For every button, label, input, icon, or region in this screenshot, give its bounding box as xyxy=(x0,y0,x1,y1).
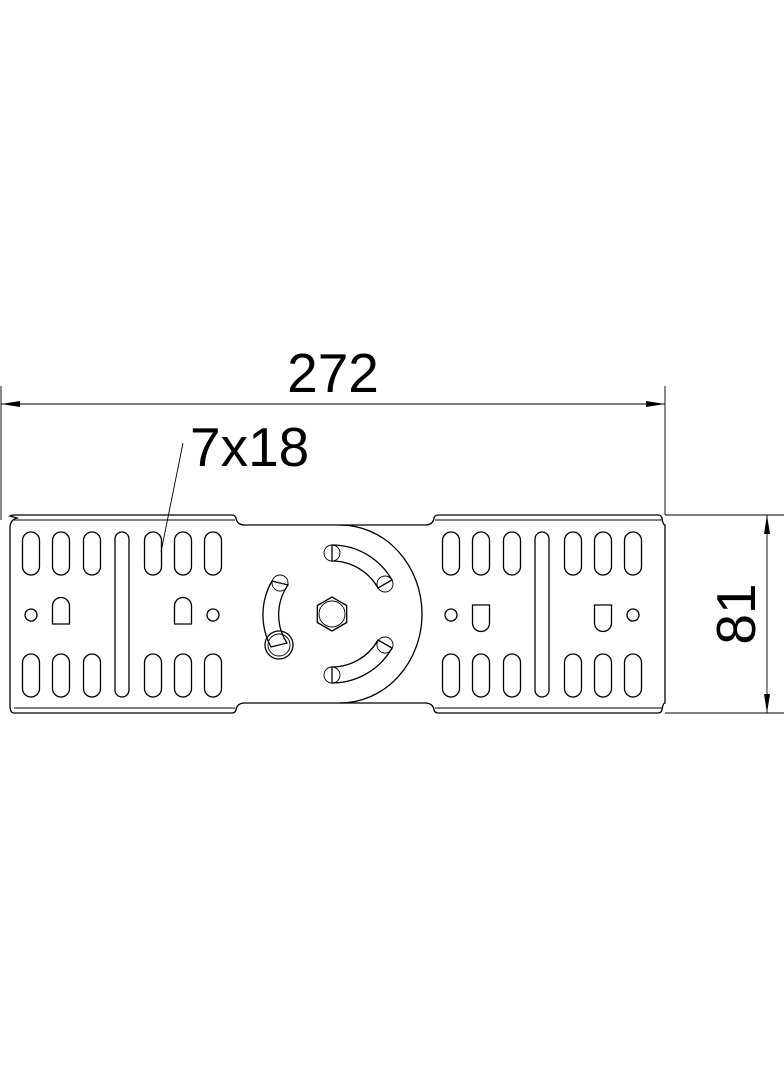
arrowhead-left xyxy=(1,401,20,407)
slot xyxy=(563,531,583,576)
slot xyxy=(21,531,41,576)
d-shaped-hole xyxy=(593,604,613,633)
slot xyxy=(203,531,223,576)
slot-end-circle xyxy=(376,636,394,654)
d-shaped-hole xyxy=(471,604,491,633)
hex-nut-icon xyxy=(316,596,348,632)
bolt-shank xyxy=(267,633,291,657)
slot xyxy=(623,653,643,698)
slot xyxy=(623,531,643,576)
plate-outer-edge xyxy=(8,514,666,714)
arrowhead-top xyxy=(764,515,770,534)
arrowhead-bottom xyxy=(764,694,770,713)
slot-pattern xyxy=(21,531,643,698)
slot xyxy=(441,531,461,576)
pivot-assembly xyxy=(262,544,394,684)
slot-callout: 7x18 xyxy=(160,416,309,553)
slot xyxy=(21,653,41,698)
slot xyxy=(173,531,193,576)
slot xyxy=(441,653,461,698)
long-slot xyxy=(534,531,550,698)
pivot-plate-arc xyxy=(339,524,423,704)
nut-bore xyxy=(318,600,346,628)
slot xyxy=(502,531,522,576)
slot-end-circle xyxy=(323,666,341,684)
long-slot xyxy=(114,531,130,698)
slot-end-circle xyxy=(376,575,394,593)
slot-end-circle xyxy=(271,574,289,592)
arc-slot-lower xyxy=(331,639,393,684)
slot xyxy=(82,531,102,576)
slot xyxy=(593,531,613,576)
slot xyxy=(471,653,491,698)
slot-end-circle xyxy=(323,544,341,562)
slot xyxy=(51,531,71,576)
round-hole xyxy=(206,608,220,622)
height-dimension: 81 xyxy=(665,514,784,714)
slot xyxy=(51,653,71,698)
slot xyxy=(563,653,583,698)
slot-size-label: 7x18 xyxy=(190,416,309,478)
round-hole xyxy=(626,608,640,622)
round-hole xyxy=(444,608,458,622)
length-dimension: 272 xyxy=(0,342,666,520)
length-label: 272 xyxy=(287,342,379,404)
slot xyxy=(203,653,223,698)
connector-outline xyxy=(8,514,666,714)
bolt-head xyxy=(264,630,294,660)
arrowhead-right xyxy=(646,401,665,407)
d-shaped-hole xyxy=(51,596,71,625)
height-label: 81 xyxy=(705,583,767,644)
round-hole xyxy=(24,608,38,622)
slot xyxy=(82,653,102,698)
slot xyxy=(593,653,613,698)
slot xyxy=(502,653,522,698)
arc-slot-left xyxy=(262,580,290,648)
slot xyxy=(143,653,163,698)
slot xyxy=(471,531,491,576)
slot xyxy=(173,653,193,698)
leader-line xyxy=(160,442,184,553)
d-shaped-hole xyxy=(173,596,193,625)
slot xyxy=(143,531,163,576)
arc-slot-upper xyxy=(331,544,393,589)
